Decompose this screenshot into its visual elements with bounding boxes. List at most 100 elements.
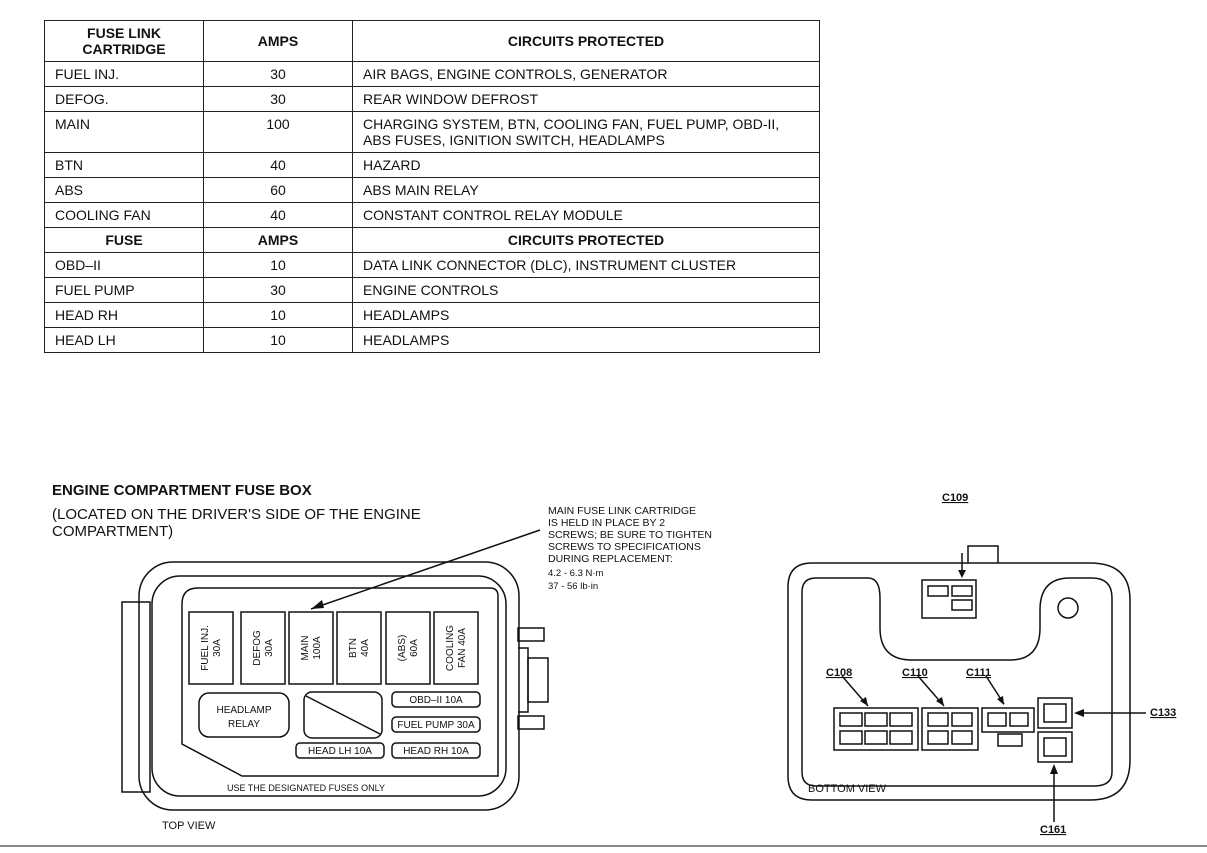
- arrowhead: [1074, 709, 1084, 717]
- cell: CONSTANT CONTROL RELAY MODULE: [352, 202, 820, 228]
- arrowhead: [936, 697, 944, 706]
- c133-label: C133: [1150, 707, 1176, 719]
- torque-lbin: 37 - 56 lb·in: [548, 581, 598, 592]
- cell: HEADLAMPS: [352, 327, 820, 353]
- header-cell: AMPS: [203, 20, 353, 62]
- fuse-table: FUSE LINK CARTRIDGE AMPS CIRCUITS PROTEC…: [44, 20, 820, 353]
- connector-cavity: [927, 585, 949, 597]
- cartridge-label: DEFOG: [252, 630, 263, 666]
- connector-cavity: [889, 712, 913, 727]
- designated-note: USE THE DESIGNATED FUSES ONLY: [227, 783, 385, 793]
- connector-cavity: [864, 712, 888, 727]
- cell: DEFOG.: [44, 86, 204, 112]
- diagram-title: ENGINE COMPARTMENT FUSE BOX: [52, 482, 312, 499]
- relay-label: RELAY: [228, 719, 260, 730]
- note-line: MAIN FUSE LINK CARTRIDGE: [548, 505, 696, 517]
- arrowhead: [860, 697, 868, 706]
- bottom-housing-inner: [801, 577, 1113, 787]
- connector-cavity: [951, 585, 973, 597]
- cell: ENGINE CONTROLS: [352, 277, 820, 303]
- bottom-housing: [787, 562, 1131, 801]
- fuse-head-rh: [391, 742, 481, 759]
- cartridge-label: MAIN: [300, 636, 311, 661]
- spare-block-diagonal: [305, 695, 381, 735]
- connector-cavity: [1009, 712, 1029, 727]
- arrowhead: [958, 570, 966, 578]
- connector-cavity: [1043, 703, 1067, 723]
- torque-nm: 4.2 - 6.3 N·m: [548, 568, 604, 579]
- connector-c161: [1037, 731, 1073, 763]
- cell: 10: [203, 327, 353, 353]
- header-cell: FUSE LINK CARTRIDGE: [44, 20, 204, 62]
- bottom-housing-tab: [967, 545, 999, 563]
- connector-c108: [833, 707, 919, 751]
- c108-label: C108: [826, 667, 852, 679]
- fuse-label: OBD–II 10A: [409, 695, 463, 706]
- arrowhead: [311, 600, 324, 609]
- cartridge-label: (ABS): [397, 635, 408, 662]
- header-cell: CIRCUITS PROTECTED: [352, 20, 820, 62]
- connector-cavity: [839, 712, 863, 727]
- connector-cavity: [839, 730, 863, 745]
- fuse-label: HEAD RH 10A: [403, 746, 469, 757]
- table-header-row: FUSE LINK CARTRIDGE AMPS CIRCUITS PROTEC…: [44, 20, 820, 62]
- connector-cavity: [889, 730, 913, 745]
- cartridge-amps: 100A: [312, 636, 323, 660]
- connector-c133: [1037, 697, 1073, 729]
- cell: 100: [203, 111, 353, 153]
- arrowhead: [997, 696, 1004, 705]
- cell: HEADLAMPS: [352, 302, 820, 328]
- connector-cavity: [1043, 737, 1067, 757]
- fuse-label: HEAD LH 10A: [308, 746, 372, 757]
- cell: OBD–II: [44, 252, 204, 278]
- mount-hole: [1057, 597, 1079, 619]
- cartridge-label: BTN: [348, 638, 359, 658]
- note-line: SCREWS; BE SURE TO TIGHTEN: [548, 529, 712, 541]
- fuse-head-lh: [295, 742, 385, 759]
- connector-c109: [921, 579, 977, 619]
- cartridge-cooling-fan: [433, 611, 479, 685]
- cartridge-main: [288, 611, 334, 685]
- top-view-label: TOP VIEW: [162, 820, 216, 832]
- arrowhead: [1050, 764, 1058, 774]
- cartridge-amps: 60A: [409, 639, 420, 657]
- header-cell: FUSE: [44, 227, 204, 253]
- cartridge-amps: 40A: [360, 639, 371, 657]
- c161-label: C161: [1040, 824, 1066, 836]
- fuse-obd: [391, 691, 481, 708]
- note-line: SCREWS TO SPECIFICATIONS: [548, 541, 701, 553]
- fuse-panel: [181, 587, 499, 777]
- connector-cavity: [927, 730, 949, 745]
- cartridge-amps: FAN 40A: [457, 628, 468, 668]
- bottom-view-label: BOTTOM VIEW: [808, 783, 887, 795]
- cell: 30: [203, 86, 353, 112]
- connector-cavity: [951, 730, 973, 745]
- c111-label: C111: [966, 667, 991, 679]
- cartridge-amps: 30A: [264, 639, 275, 657]
- cartridge-defog: [240, 611, 286, 685]
- mounting-bracket: [121, 601, 151, 793]
- cartridge-label: FUEL INJ.: [200, 625, 211, 671]
- connector-cavity: [927, 712, 949, 727]
- headlamp-relay: [198, 692, 290, 738]
- housing-tab: [517, 715, 545, 730]
- cell: FUEL PUMP: [44, 277, 204, 303]
- fuse-label: FUEL PUMP 30A: [397, 720, 475, 731]
- leader-line: [310, 529, 541, 610]
- cell: CHARGING SYSTEM, BTN, COOLING FAN, FUEL …: [352, 111, 820, 153]
- connector-cavity: [864, 730, 888, 745]
- fuse-fuel-pump: [391, 716, 481, 733]
- c110-label: C110: [902, 667, 928, 679]
- connector-cavity: [987, 712, 1007, 727]
- cartridge-amps: 30A: [212, 639, 223, 657]
- housing-latch: [527, 657, 549, 703]
- cell: DATA LINK CONNECTOR (DLC), INSTRUMENT CL…: [352, 252, 820, 278]
- connector-c110: [921, 707, 979, 751]
- cell: MAIN: [44, 111, 204, 153]
- cell: ABS: [44, 177, 204, 203]
